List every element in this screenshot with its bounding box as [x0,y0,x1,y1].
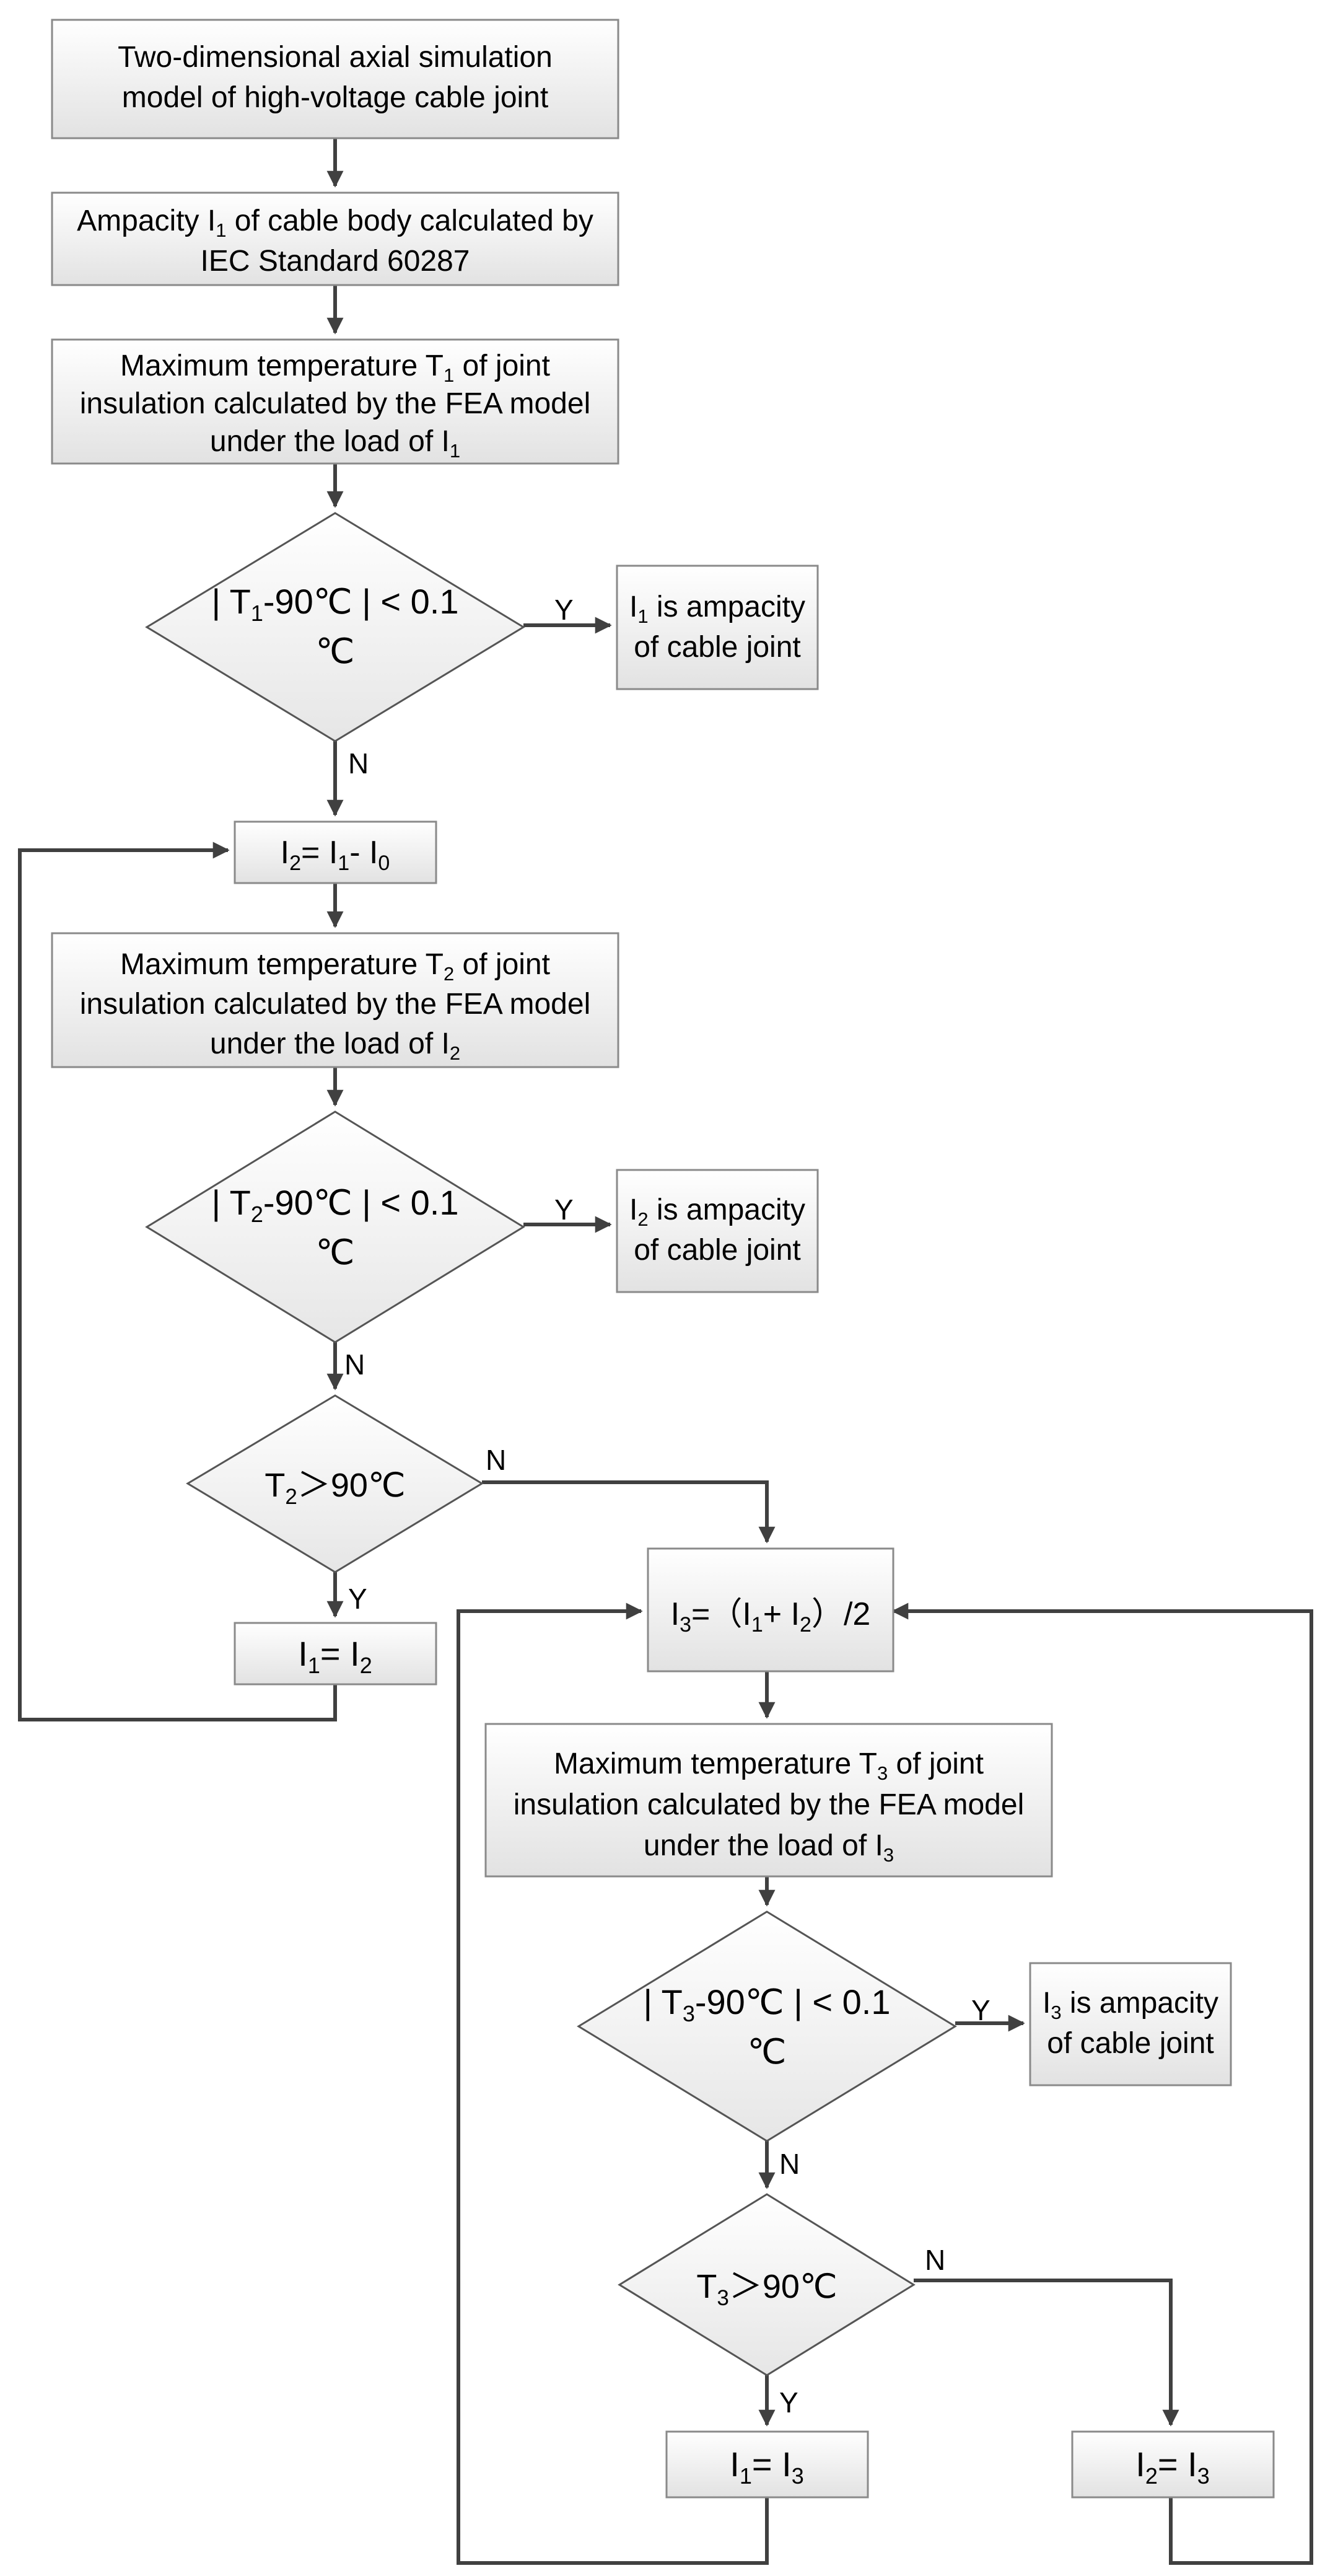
no-label: N [344,1348,365,1381]
node-ampacity-body: Ampacity I1 of cable body calculated by … [51,191,619,286]
node-start-line1: Two-dimensional axial simulation [118,41,553,74]
node-cond-t1-line1: | T1-90℃ | < 0.1 [212,582,459,626]
node-max-t2-line3: under the load of I2 [210,1027,460,1064]
node-assign-i2-text: I2= I1- I0 [281,835,390,875]
arrow-cond-t3-gt-no [914,2279,1179,2427]
node-start: Two-dimensional axial simulation model o… [51,19,619,139]
node-result-i3-line2: of cable joint [1047,2027,1214,2060]
node-assign-i3-text: I3=（I1+ I2）/2 [671,1596,871,1637]
node-assign-i1-i3-text: I1= I3 [730,2445,803,2489]
yes-label: Y [779,2386,798,2419]
node-assign-i3: I3=（I1+ I2）/2 [647,1547,894,1673]
loop-i1-to-assign-i3 [457,1602,769,2565]
node-assign-i2-i3: I2= I3 [1071,2430,1275,2499]
node-max-t3-line2: insulation calculated by the FEA model [514,1788,1024,1821]
node-max-t2-line2: insulation calculated by the FEA model [80,988,590,1021]
node-ampacity-body-line2: IEC Standard 60287 [201,245,470,278]
node-condition-t3-gt: T3＞90℃ [618,2193,916,2376]
node-cond-t2-line1: | T2-90℃ | < 0.1 [212,1183,459,1227]
yes-label: Y [554,1193,574,1226]
yes-label: Y [348,1583,367,1615]
node-cond-t2-line2: ℃ [316,1233,355,1272]
node-cond-t3-line2: ℃ [748,2032,787,2071]
node-assign-i2: I2= I1- I0 [234,820,437,884]
node-assign-i1-i3: I1= I3 [665,2430,869,2499]
node-max-t1-line3: under the load of I1 [210,425,460,462]
node-assign-i1-i2-text: I1= I2 [298,1634,372,1678]
node-cond-t3-line1: | T3-90℃ | < 0.1 [644,1982,891,2026]
loop-back-to-assign-i2 [18,842,337,1721]
node-start-line2: model of high-voltage cable joint [122,81,548,114]
node-assign-i2-i3-text: I2= I3 [1135,2445,1209,2489]
node-result-i2-line1: I2 is ampacity [629,1193,805,1230]
arrow-cond-t2-gt-no [482,1480,776,1544]
loop-i2-to-assign-i3 [891,1602,1313,2565]
no-label: N [925,2244,945,2276]
node-cond-t2-gt-text: T2＞90℃ [265,1467,405,1509]
no-label: N [779,2148,800,2180]
node-condition-t2-gt: T2＞90℃ [186,1394,484,1573]
node-condition-t1: | T1-90℃ | < 0.1 ℃ [145,512,525,742]
node-result-i3-line1: I3 is ampacity [1043,1987,1218,2023]
node-max-t3-line1: Maximum temperature T3 of joint [554,1747,984,1784]
node-max-t3-line3: under the load of I3 [644,1829,894,1866]
branch-labels: Y N Y N N Y Y N N Y [344,594,990,2419]
node-max-temp-t1: Maximum temperature T1 of joint insulati… [51,338,619,465]
node-max-t2-line1: Maximum temperature T2 of joint [120,948,550,985]
node-result-i2-line2: of cable joint [634,1234,801,1267]
node-condition-t3: | T3-90℃ | < 0.1 ℃ [577,1910,957,2142]
node-max-t1-line1: Maximum temperature T1 of joint [120,349,550,386]
node-max-temp-t3: Maximum temperature T3 of joint insulati… [484,1723,1053,1878]
connectors [18,138,1313,2565]
no-label: N [348,747,369,780]
node-result-i3: I3 is ampacity of cable joint [1029,1962,1232,2086]
node-result-i2: I2 is ampacity of cable joint [616,1169,819,1293]
node-cond-t1-line2: ℃ [316,631,355,670]
yes-label: Y [554,594,574,626]
node-cond-t3-gt-text: T3＞90℃ [696,2268,837,2310]
yes-label: Y [971,1994,990,2026]
node-ampacity-body-line1: Ampacity I1 of cable body calculated by [77,204,593,241]
no-label: N [486,1444,506,1476]
node-result-i1: I1 is ampacity of cable joint [616,565,819,690]
node-max-temp-t2: Maximum temperature T2 of joint insulati… [51,932,619,1068]
node-assign-i1-i2: I1= I2 [234,1622,437,1686]
node-result-i1-line2: of cable joint [634,631,801,664]
node-max-t1-line2: insulation calculated by the FEA model [80,387,590,420]
node-condition-t2: | T2-90℃ | < 0.1 ℃ [145,1110,525,1343]
node-result-i1-line1: I1 is ampacity [629,591,805,627]
